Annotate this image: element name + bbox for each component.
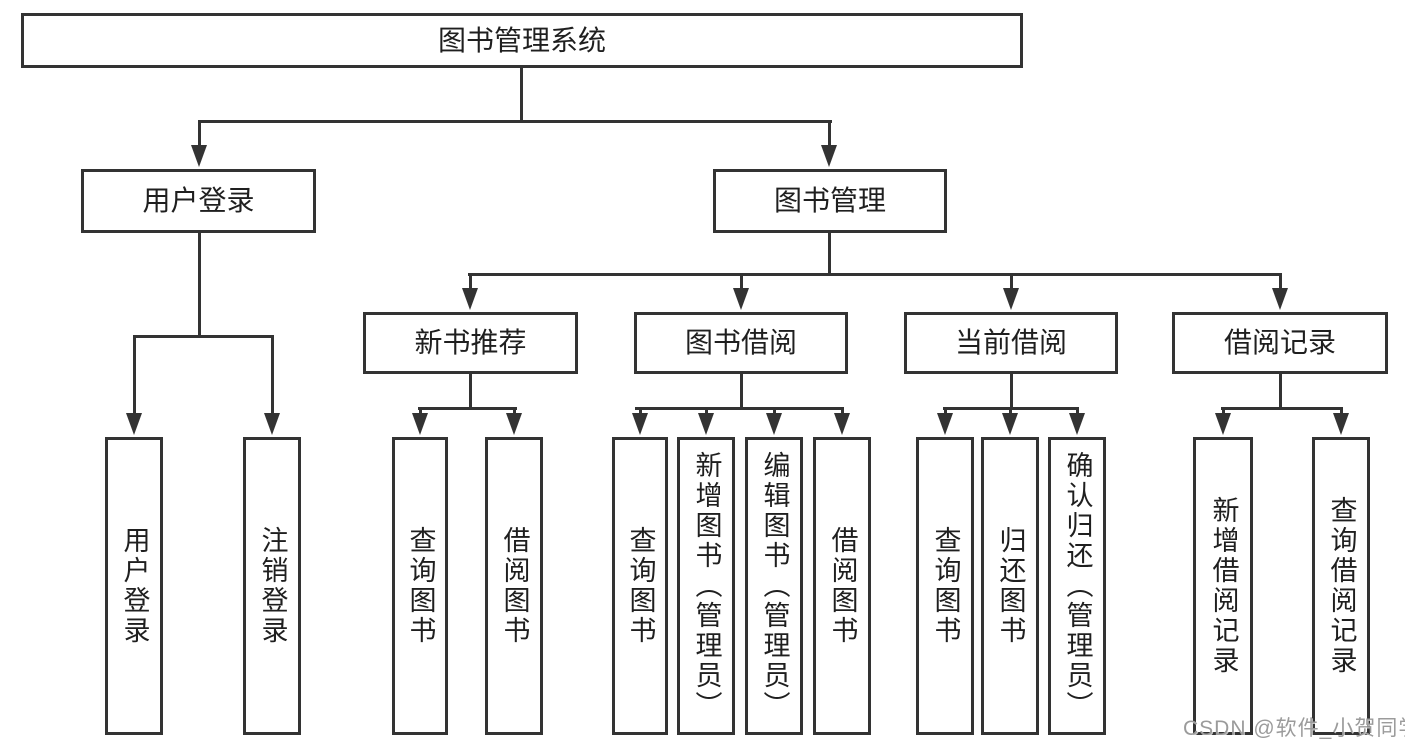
connector-line bbox=[469, 273, 472, 289]
connector-line bbox=[198, 120, 832, 123]
connector-line bbox=[418, 407, 517, 410]
connector-line bbox=[1010, 374, 1013, 410]
leaf-edit-book-admin: 编辑图书（管理员） bbox=[745, 437, 803, 735]
arrowhead-icon bbox=[462, 288, 478, 310]
connector-line bbox=[419, 407, 422, 417]
arrowhead-icon bbox=[733, 288, 749, 310]
connector-line bbox=[469, 374, 472, 410]
arrowhead-icon bbox=[937, 413, 953, 435]
arrowhead-icon bbox=[126, 413, 142, 435]
connector-line bbox=[198, 233, 201, 335]
connector-line bbox=[1222, 407, 1225, 417]
connector-line bbox=[944, 407, 947, 417]
node-book-management: 图书管理 bbox=[713, 169, 947, 233]
connector-line bbox=[1221, 407, 1343, 410]
connector-line bbox=[198, 120, 201, 146]
connector-line bbox=[468, 273, 1282, 276]
watermark: CSDN @软件_小贺同学 bbox=[1183, 717, 1405, 740]
arrowhead-icon bbox=[412, 413, 428, 435]
connector-line bbox=[635, 407, 844, 410]
connector-line bbox=[639, 407, 642, 417]
arrowhead-icon bbox=[1215, 413, 1231, 435]
connector-line bbox=[271, 335, 274, 415]
leaf-query-book-borrow: 查询图书 bbox=[612, 437, 668, 735]
leaf-add-borrow-record: 新增借阅记录 bbox=[1193, 437, 1253, 735]
leaf-logout: 注销登录 bbox=[243, 437, 301, 735]
node-book-borrow: 图书借阅 bbox=[634, 312, 848, 374]
leaf-confirm-return-admin: 确认归还（管理员） bbox=[1048, 437, 1106, 735]
leaf-query-borrow-record: 查询借阅记录 bbox=[1312, 437, 1370, 735]
connector-line bbox=[1340, 407, 1343, 417]
connector-line bbox=[133, 335, 274, 338]
arrowhead-icon bbox=[834, 413, 850, 435]
arrowhead-icon bbox=[264, 413, 280, 435]
node-new-book-recommend: 新书推荐 bbox=[363, 312, 578, 374]
leaf-user-login: 用户登录 bbox=[105, 437, 163, 735]
arrowhead-icon bbox=[698, 413, 714, 435]
connector-line bbox=[513, 407, 516, 417]
arrowhead-icon bbox=[1333, 413, 1349, 435]
connector-line bbox=[773, 407, 776, 417]
arrowhead-icon bbox=[766, 413, 782, 435]
connector-line bbox=[1076, 407, 1079, 417]
arrowhead-icon bbox=[632, 413, 648, 435]
connector-line bbox=[520, 68, 523, 120]
arrowhead-icon bbox=[506, 413, 522, 435]
connector-line bbox=[1009, 407, 1012, 417]
arrowhead-icon bbox=[1003, 288, 1019, 310]
arrowhead-icon bbox=[191, 145, 207, 167]
leaf-borrow-book: 借阅图书 bbox=[813, 437, 871, 735]
arrowhead-icon bbox=[1069, 413, 1085, 435]
connector-line bbox=[133, 335, 136, 415]
leaf-query-book-current: 查询图书 bbox=[916, 437, 974, 735]
connector-line bbox=[841, 407, 844, 417]
leaf-query-book-recommend: 查询图书 bbox=[392, 437, 448, 735]
connector-line bbox=[705, 407, 708, 417]
leaf-add-book-admin: 新增图书（管理员） bbox=[677, 437, 735, 735]
connector-line bbox=[740, 273, 743, 289]
connector-line bbox=[1279, 374, 1282, 410]
arrowhead-icon bbox=[1002, 413, 1018, 435]
arrowhead-icon bbox=[1272, 288, 1288, 310]
connector-line bbox=[1279, 273, 1282, 289]
connector-line bbox=[828, 120, 831, 146]
node-root-system: 图书管理系统 bbox=[21, 13, 1023, 68]
node-borrow-records: 借阅记录 bbox=[1172, 312, 1388, 374]
arrowhead-icon bbox=[821, 145, 837, 167]
node-current-borrow: 当前借阅 bbox=[904, 312, 1118, 374]
node-user-login: 用户登录 bbox=[81, 169, 316, 233]
connector-line bbox=[740, 374, 743, 410]
leaf-borrow-book-recommend: 借阅图书 bbox=[485, 437, 543, 735]
leaf-return-book: 归还图书 bbox=[981, 437, 1039, 735]
connector-line bbox=[828, 233, 831, 276]
connector-line bbox=[1010, 273, 1013, 289]
